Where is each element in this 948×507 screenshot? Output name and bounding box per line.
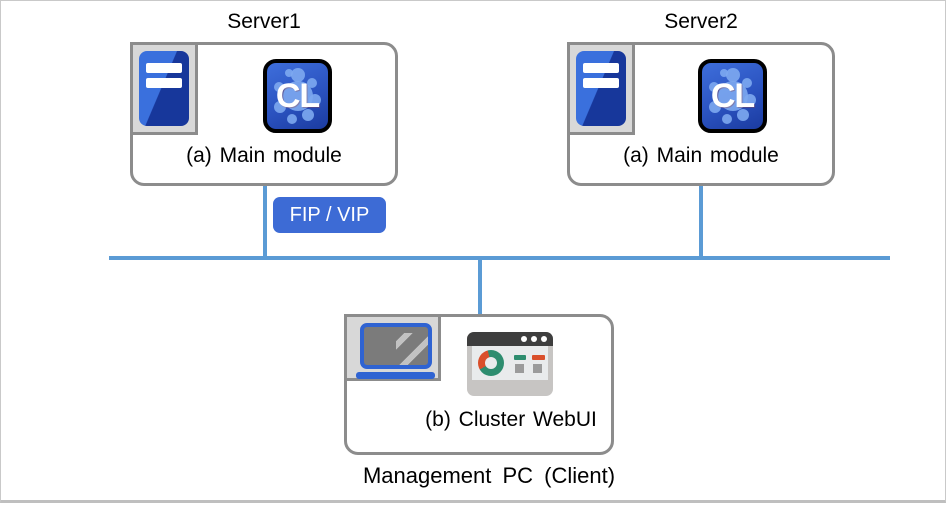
- server2-label: Server2: [664, 10, 738, 33]
- network-line-server2: [699, 184, 703, 256]
- server1-icon-panel: [130, 42, 198, 135]
- server1-module-label: (a) Main module: [186, 144, 342, 167]
- browser-dot-icon: [521, 336, 527, 342]
- management-pc-icon-panel: [344, 314, 441, 381]
- browser-content: [472, 346, 548, 380]
- server2-module-label: (a) Main module: [623, 144, 779, 167]
- cluster-logo-text: CL: [275, 76, 320, 115]
- network-line-horizontal: [109, 256, 890, 260]
- widget-bar-red: [532, 355, 545, 360]
- cluster-logo-text: CL: [710, 76, 755, 115]
- network-line-management: [478, 260, 482, 315]
- widget-square: [533, 364, 542, 373]
- widget-bar-green: [514, 355, 526, 360]
- browser-dot-icon: [541, 336, 547, 342]
- browser-titlebar: [467, 332, 553, 346]
- cluster-logo-icon: CL: [263, 59, 332, 133]
- donut-chart-icon: [478, 350, 504, 376]
- server1-label: Server1: [227, 10, 301, 33]
- management-pc-caption: Management PC (Client): [362, 463, 616, 488]
- server2-icon-panel: [567, 42, 635, 135]
- server-tower-icon: [576, 51, 626, 126]
- management-module-label: (b) Cluster WebUI: [425, 408, 597, 431]
- browser-dot-icon: [531, 336, 537, 342]
- cluster-splat-shape: [274, 68, 321, 124]
- fip-vip-badge: FIP / VIP: [273, 197, 386, 233]
- laptop-screen: [360, 323, 432, 369]
- network-line-server1: [263, 184, 267, 256]
- cluster-splat-shape: [709, 68, 756, 124]
- webui-dashboard-icon: [467, 332, 553, 396]
- widget-square: [515, 364, 524, 373]
- laptop-base: [356, 372, 435, 379]
- cluster-logo-icon: CL: [698, 59, 767, 133]
- server-tower-icon: [139, 51, 189, 126]
